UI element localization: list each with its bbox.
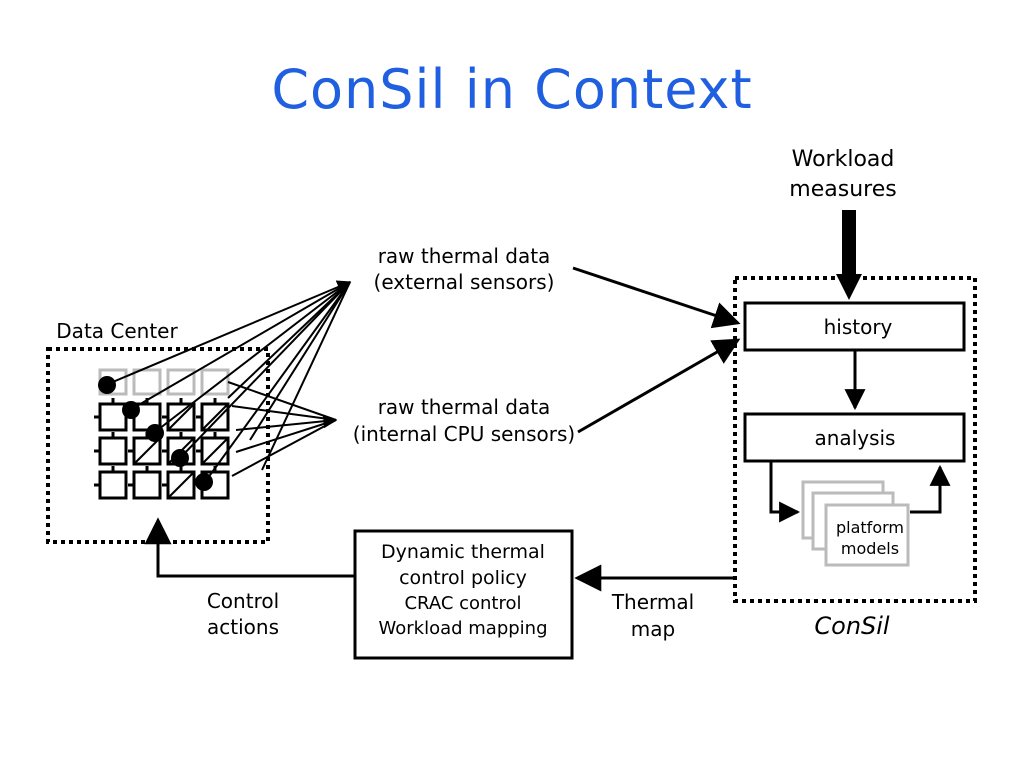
consil-label: ConSil [814, 612, 890, 640]
int-to-history-arrow [577, 338, 741, 434]
internal-sensor-line [235, 419, 337, 453]
int-data-label-line1: raw thermal data [378, 395, 551, 419]
sensor-dot [122, 401, 140, 419]
sensor-dots [98, 376, 213, 491]
history-label: history [824, 315, 893, 339]
server-diagonal [201, 437, 229, 465]
history-box [743, 301, 966, 352]
models-to-analysis-arrow [910, 464, 951, 514]
external-sensor-line [249, 281, 351, 441]
internal-sensor-line [227, 381, 337, 421]
internal-sensor-line [235, 414, 338, 431]
internal-sensor-line [231, 405, 337, 421]
server-diagonal [167, 471, 195, 499]
analysis-label: analysis [815, 426, 896, 450]
data-center-label: Data Center [56, 319, 178, 343]
server-rack [98, 436, 128, 466]
server-rack [132, 470, 162, 500]
policy-label-line2: control policy [399, 567, 527, 589]
server-grid [94, 368, 230, 500]
sensor-lines [107, 280, 352, 483]
external-sensor-line [129, 281, 351, 411]
sensor-dot [171, 449, 189, 467]
ext-data-label-line2: (external sensors) [374, 270, 555, 294]
server-rack [98, 402, 128, 432]
ext-data-label-line1: raw thermal data [378, 244, 551, 268]
policy-label-line1: Dynamic thermal [381, 541, 545, 563]
workload-label-line1: Workload [792, 147, 895, 172]
external-sensor-line [107, 280, 352, 385]
internal-sensor-line [231, 419, 337, 477]
sensor-dot [146, 424, 164, 442]
platform-models-stack [801, 480, 910, 567]
ext-to-history-arrow [572, 266, 741, 329]
server-diagonal [167, 403, 195, 431]
workload-label-line2: measures [789, 177, 896, 202]
server-diagonal [201, 403, 229, 431]
external-sensor-line [179, 281, 351, 459]
sensor-dot [98, 376, 116, 394]
platform-label-line1: platform [836, 518, 904, 537]
control-actions-label-line1: Control [207, 589, 279, 613]
platform-label-line2: models [841, 539, 899, 558]
server-diagonal [133, 437, 161, 465]
server-rack-empty [132, 368, 162, 396]
analysis-box [743, 412, 966, 463]
server-rack-empty [166, 368, 196, 396]
thermal-map-label-line2: map [631, 617, 675, 641]
control-actions-label-line2: actions [207, 615, 279, 639]
consil-boundary [733, 276, 977, 603]
external-sensor-line [154, 281, 351, 433]
policy-label-line3: CRAC control [404, 593, 521, 614]
workload-arrow [836, 210, 862, 300]
external-sensor-line [261, 281, 351, 471]
control-actions-arrow [144, 517, 355, 578]
external-sensor-line [204, 281, 351, 483]
thermal-map-label-line1: Thermal [611, 590, 694, 614]
policy-box [353, 529, 574, 660]
policy-label-line4: Workload mapping [378, 618, 547, 639]
server-rack-empty [200, 368, 230, 396]
sensor-dot [195, 473, 213, 491]
external-sensor-line [227, 281, 351, 399]
slide-title: ConSil in Context [271, 58, 753, 121]
server-rack [98, 470, 128, 500]
int-data-label-line2: (internal CPU sensors) [353, 422, 575, 446]
analysis-to-models-arrow [769, 461, 801, 523]
